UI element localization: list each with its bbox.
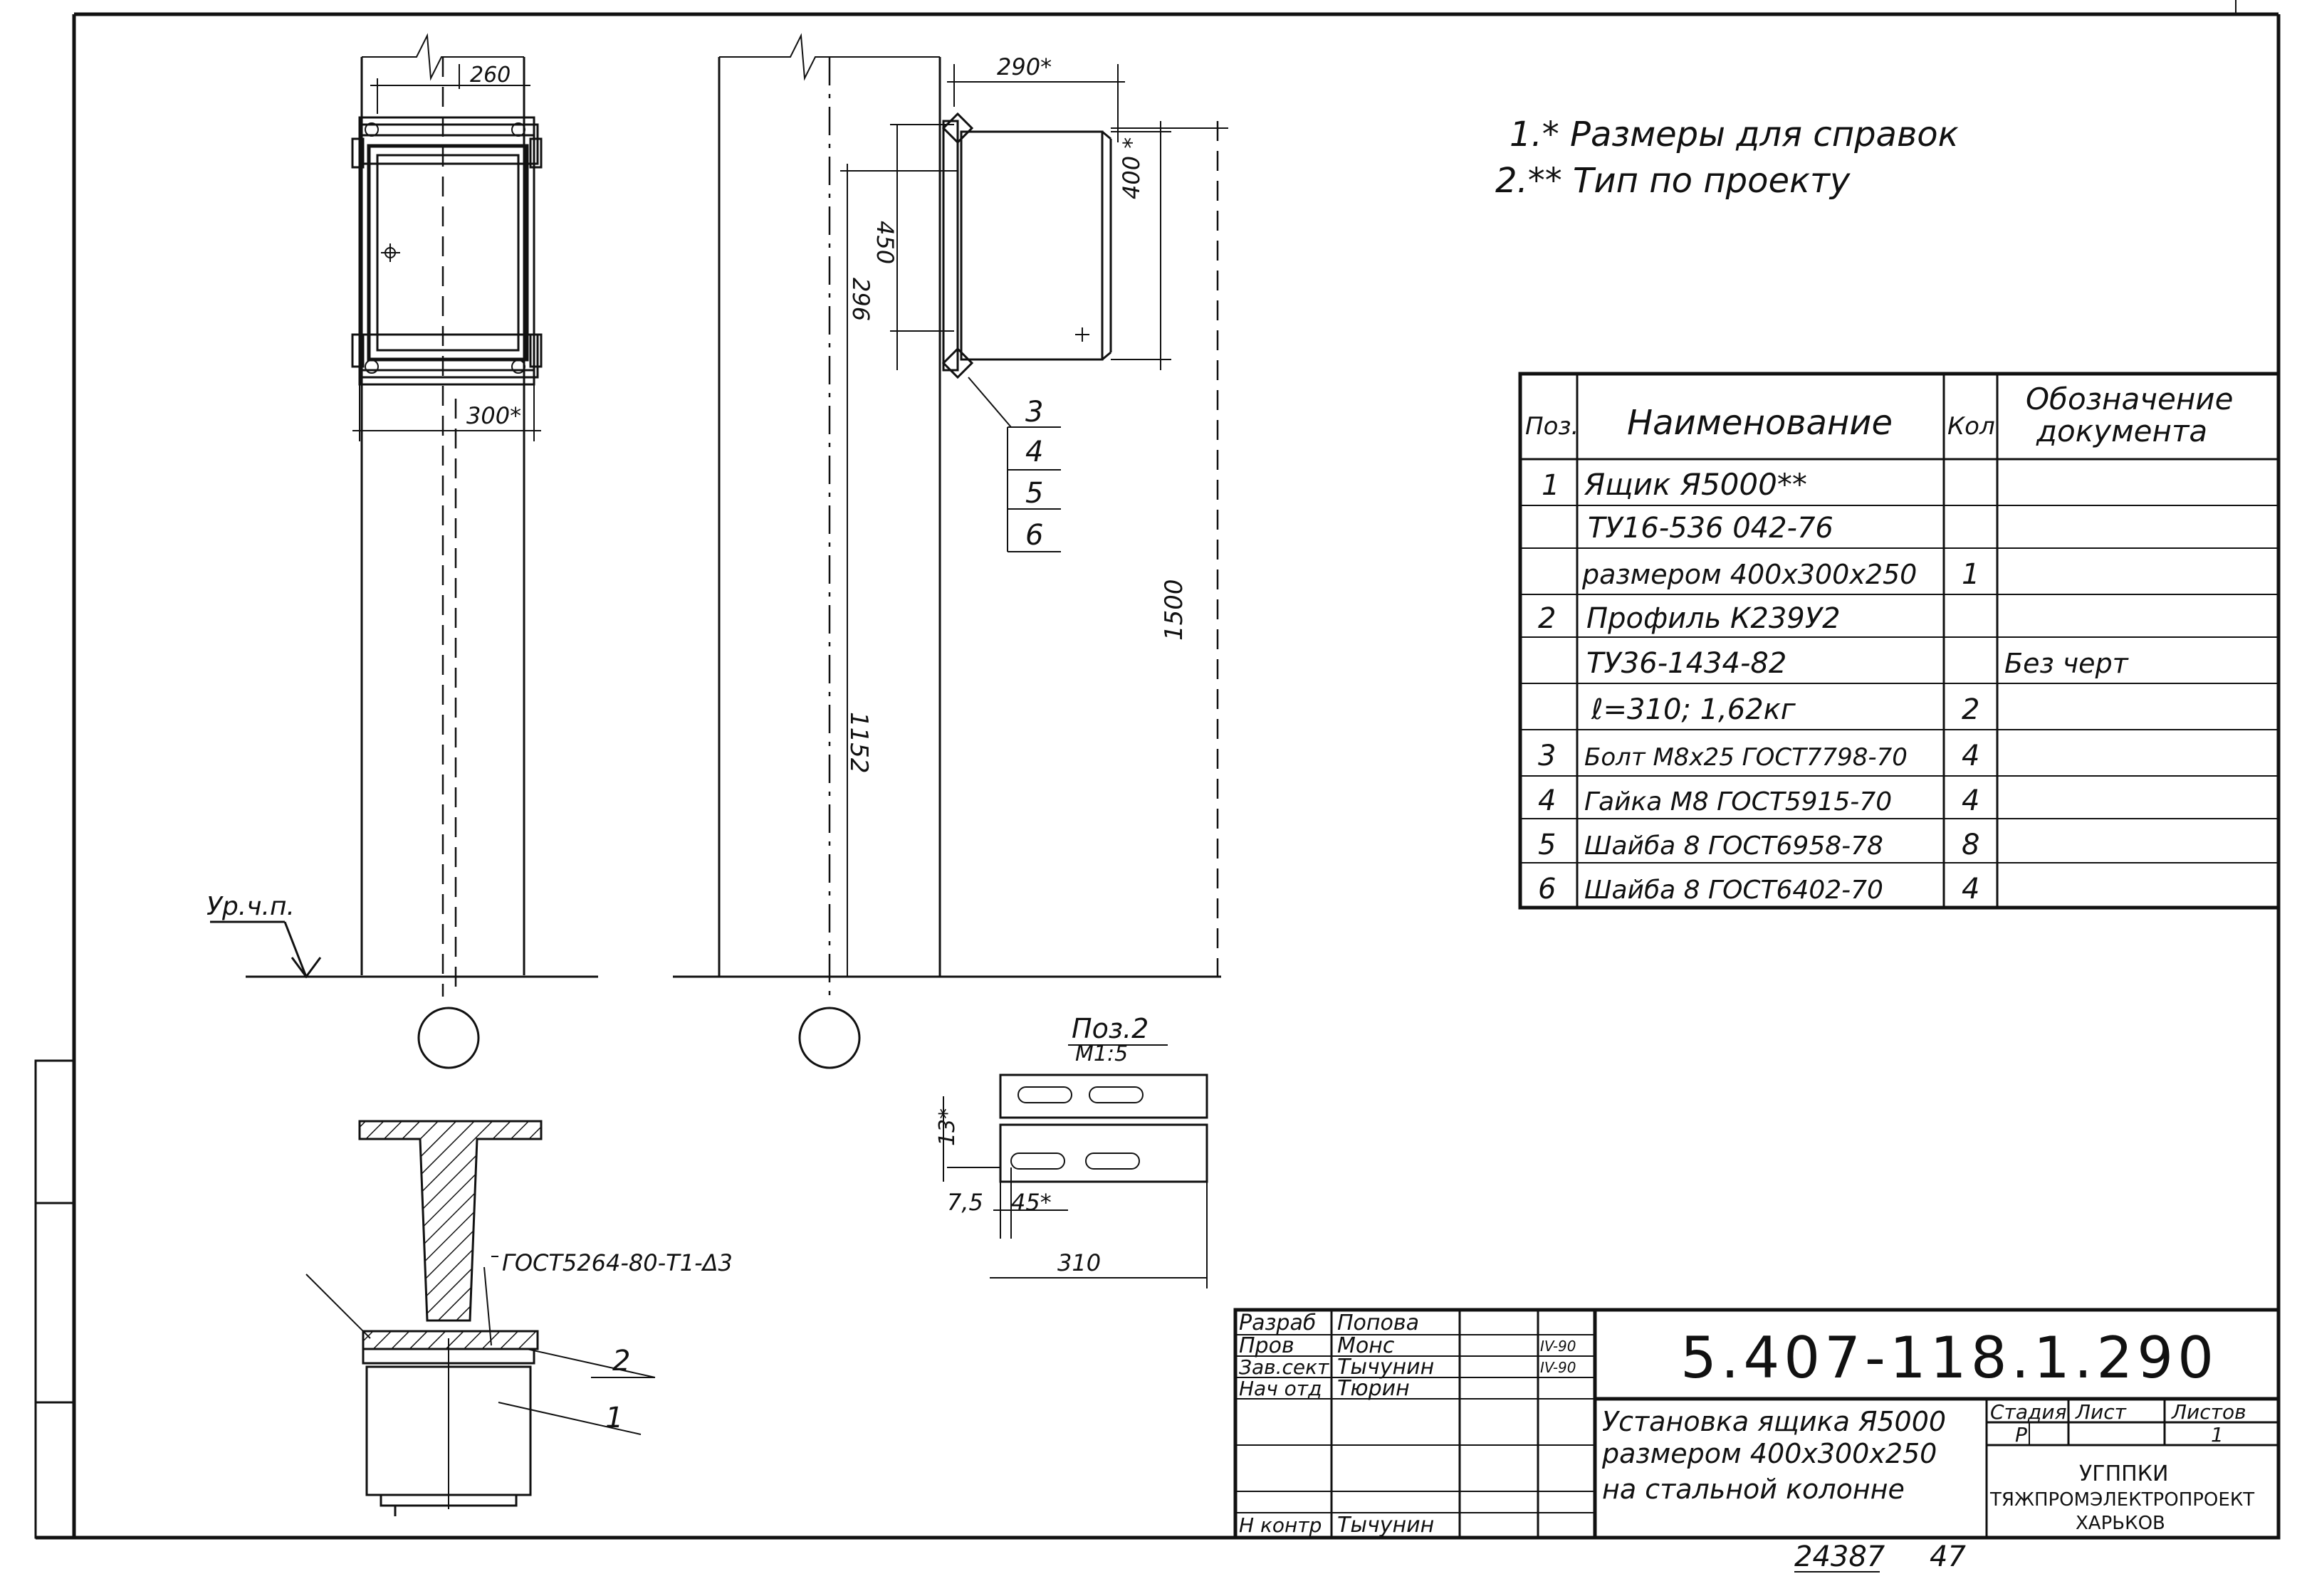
dim-400: 400 * [1118, 137, 1145, 199]
inventory: 24387 47 [1794, 1540, 1966, 1573]
stage-value: Р [2015, 1423, 2027, 1447]
dim-300: 300* [466, 402, 521, 429]
detail-pos2: Поз.2 М1:5 13* 7,5 45* 310 [935, 1013, 1208, 1288]
drawing-code: 5.407-118.1.290 [1680, 1325, 2218, 1391]
signer-1-role: Разраб [1239, 1311, 1316, 1335]
spec-header-qty: Кол [1947, 412, 1995, 441]
dim-1152: 1152 [844, 712, 873, 774]
spec-row-2-name: ТУ16-536 042-76 [1588, 512, 1833, 545]
spec-row-10-pos: 6 [1538, 873, 1556, 905]
callout-3: 3 [1025, 396, 1043, 429]
spec-row-10-name: Шайба 8 ГОСТ6402-70 [1584, 876, 1883, 905]
detail-dim-7-5: 7,5 [947, 1189, 983, 1216]
sheet-label: Лист [2075, 1400, 2127, 1424]
weld-label: ГОСТ5264-80-Т1-Δ3 [502, 1249, 733, 1276]
note-1: 1.* Размеры для справок [1510, 115, 1959, 154]
spec-row-10-qty: 4 [1962, 873, 1979, 905]
dim-450: 450 [872, 221, 899, 264]
spec-row-6-qty: 2 [1962, 693, 1979, 726]
org-line-2: ТЯЖПРОМЭЛЕКТРОПРОЕКТ [1989, 1489, 2254, 1511]
title-line-2: размером 400x300x250 [1601, 1438, 1937, 1469]
detail-dim-13: 13* [935, 1108, 960, 1146]
inventory-number: 24387 [1794, 1540, 1885, 1573]
dim-296: 296 [847, 278, 874, 321]
callout-6: 6 [1025, 519, 1043, 552]
spec-row-9-name: Шайба 8 ГОСТ6958-78 [1584, 831, 1883, 861]
spec-row-9-pos: 5 [1538, 829, 1556, 861]
signer-2-name: Монс [1337, 1333, 1395, 1358]
spec-row-5-name: ТУ36-1434-82 [1586, 647, 1786, 680]
dim-1500: 1500 [1160, 579, 1188, 641]
spec-row-8-name: Гайка М8 ГОСТ5915-70 [1584, 787, 1892, 817]
callout-4: 4 [1025, 436, 1043, 468]
notes: 1.* Размеры для справок 2.** Тип по прое… [1495, 115, 1959, 201]
spec-row-8-pos: 4 [1538, 784, 1556, 817]
marker-circle-side [798, 1007, 861, 1069]
dim-260: 260 [470, 63, 511, 88]
spec-row-6-name: ℓ=310; 1,62кг [1591, 693, 1796, 726]
dim-290: 290* [997, 53, 1052, 80]
stage-label: Стадия [1990, 1400, 2066, 1424]
spec-row-1-pos: 1 [1542, 469, 1559, 502]
title-line-1: Установка ящика Я5000 [1602, 1406, 1946, 1437]
signer-3-date: IV-90 [1540, 1359, 1576, 1376]
signer-5-name: Тычунин [1337, 1513, 1434, 1538]
spec-row-1-name: Ящик Я5000** [1584, 467, 1807, 502]
sheets-value: 1 [2211, 1423, 2224, 1447]
note-2: 2.** Тип по проекту [1495, 161, 1851, 201]
spec-row-5-doc: Без черт [2004, 648, 2130, 679]
spec-header-pos: Поз. [1525, 412, 1579, 441]
marker-circle-front [417, 1007, 480, 1069]
title-block: Разраб Попова Пров Монс IV-90 Зав.сект Т… [1233, 1308, 2281, 1540]
spec-row-3-qty: 1 [1962, 558, 1979, 591]
detail-dim-310: 310 [1057, 1249, 1101, 1276]
level-label: Ур.ч.п. [206, 892, 295, 921]
spec-row-4-pos: 2 [1538, 602, 1556, 635]
front-view: 260 300* Ур.ч.п. [206, 33, 598, 1069]
section-pos-1: 1 [605, 1402, 623, 1434]
signer-3-name: Тычунин [1337, 1355, 1434, 1380]
spec-table: Поз. Наименование Кол Обозначение докуме… [1518, 372, 2281, 910]
spec-header-doc-2: документа [2036, 414, 2207, 448]
spec-header-doc-1: Обозначение [2026, 382, 2233, 416]
side-view: 290* 296 450 400 * 1500 1152 3 4 5 6 [673, 33, 1228, 1069]
detail-dim-45: 45* [1011, 1189, 1052, 1216]
spec-row-3-name: размером 400x300x250 [1581, 559, 1917, 590]
spec-row-4-name: Профиль К239У2 [1586, 602, 1841, 635]
signer-4-name: Тюрин [1337, 1376, 1410, 1401]
signer-3-role: Зав.сект [1239, 1355, 1329, 1379]
org-line-1: УГППКИ [2079, 1461, 2168, 1486]
spec-row-8-qty: 4 [1962, 784, 1979, 817]
spec-row-7-qty: 4 [1962, 740, 1979, 772]
org-line-3: ХАРЬКОВ [2076, 1513, 2165, 1534]
sheets-label: Листов [2171, 1400, 2246, 1424]
spec-row-7-pos: 3 [1538, 740, 1556, 772]
section-pos-2: 2 [612, 1345, 630, 1377]
inventory-page: 47 [1930, 1540, 1966, 1573]
signer-2-date: IV-90 [1540, 1338, 1576, 1355]
signer-4-role: Нач отд [1239, 1377, 1322, 1400]
detail-title: Поз.2 [1072, 1013, 1149, 1044]
title-line-3: на стальной колонне [1602, 1474, 1905, 1505]
detail-scale: М1:5 [1075, 1041, 1128, 1066]
spec-row-9-qty: 8 [1962, 829, 1979, 861]
signer-2-role: Пров [1239, 1333, 1294, 1358]
spec-header-name: Наименование [1627, 403, 1893, 443]
spec-row-7-name: Болт М8x25 ГОСТ7798-70 [1584, 743, 1908, 772]
spec-row-lines [1520, 505, 2279, 863]
signer-5-role: Н контр [1239, 1513, 1322, 1537]
callout-5: 5 [1025, 477, 1043, 510]
sheet-frame [34, 0, 2281, 1540]
section-view: ГОСТ5264-80-Т1-Δ3 2 1 [305, 1120, 733, 1516]
signer-1-name: Попова [1337, 1311, 1419, 1335]
